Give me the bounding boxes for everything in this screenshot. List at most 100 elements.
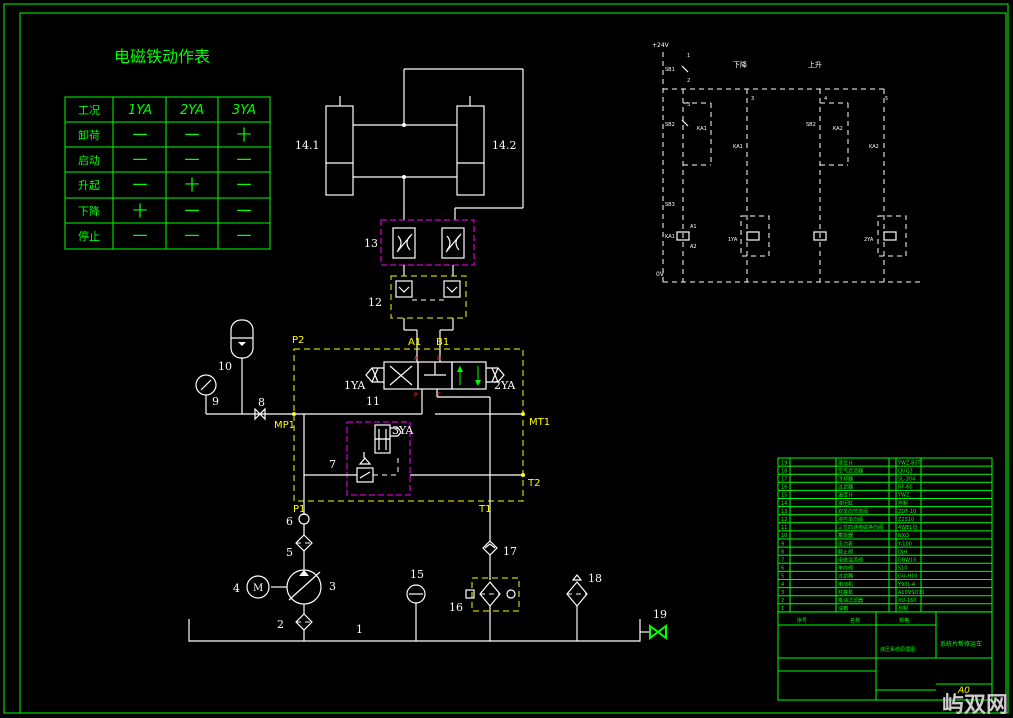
bom-cell-spec: YWZ bbox=[897, 493, 910, 499]
relay-ka1-contact: KA1 bbox=[697, 126, 707, 132]
row-stop-name: 停止 bbox=[78, 229, 100, 243]
bom-cell-name: 空气滤清器 bbox=[838, 467, 863, 474]
bom-cell-no: 2 bbox=[781, 598, 784, 604]
label-12: 12 bbox=[368, 296, 382, 309]
coil-ka1-label: KA1 bbox=[665, 234, 675, 240]
bom-cell-no: 4 bbox=[781, 582, 784, 588]
cell: 一 bbox=[236, 151, 251, 169]
electric-motor bbox=[246, 575, 270, 599]
label-3ya: 3YA bbox=[392, 424, 414, 437]
bom-cell-spec: Y90L-4 bbox=[897, 582, 915, 588]
bom-cell-no: 14 bbox=[781, 501, 787, 507]
label-5: 5 bbox=[286, 546, 293, 559]
label-15: 15 bbox=[410, 568, 424, 581]
title-block bbox=[777, 611, 993, 701]
bom-cell-spec: A10VSO71 bbox=[898, 590, 925, 596]
action-table-title: 电磁铁动作表 bbox=[114, 47, 210, 66]
bom-cell-spec: 4WE10J bbox=[898, 525, 917, 531]
bom-cell-no: 3 bbox=[781, 590, 784, 596]
port-T2: T2 bbox=[527, 478, 540, 489]
wire-5: 5 bbox=[885, 96, 888, 102]
port-A1: A1 bbox=[408, 337, 421, 348]
label-17: 17 bbox=[503, 545, 517, 558]
cylinder-left bbox=[325, 105, 354, 196]
contact-ka2b: KA2 bbox=[869, 144, 879, 150]
row-start-name: 启动 bbox=[78, 154, 100, 167]
bom-cell-no: 12 bbox=[781, 517, 787, 523]
watermark: 屿双网 bbox=[942, 693, 1008, 718]
bom-cell-spec: ZDF-10 bbox=[898, 509, 916, 515]
check-valve bbox=[298, 513, 310, 525]
bom-cell-no: 10 bbox=[781, 533, 787, 539]
cell: 一 bbox=[184, 126, 199, 144]
coil-1ya bbox=[746, 231, 760, 241]
bom-frame bbox=[777, 457, 993, 613]
label-18: 18 bbox=[588, 572, 602, 585]
hydraulic-schematic: 14.1 14.2 13 12 P2 A1 B1 MP1 MT1 T2 bbox=[188, 68, 667, 642]
coil-2ya-label: 2YA bbox=[864, 237, 874, 243]
relay-ka2-coil bbox=[813, 231, 827, 241]
label-6: 6 bbox=[286, 515, 293, 528]
wire-3: 3 bbox=[687, 102, 690, 108]
pin-a2: A2 bbox=[690, 244, 697, 250]
bom-cell-name: 截止阀 bbox=[838, 548, 853, 555]
row-unload-name: 卸荷 bbox=[78, 128, 100, 142]
bom-cell-name: 液控单向阀 bbox=[838, 516, 863, 523]
label-up: 上升 bbox=[808, 60, 822, 69]
outer-border bbox=[3, 3, 1009, 714]
cell: 一 bbox=[132, 227, 147, 245]
cylinder-right bbox=[456, 105, 485, 196]
cell: 十 bbox=[184, 176, 199, 194]
cell: 一 bbox=[236, 202, 251, 220]
bom-cell-spec: 自制 bbox=[898, 605, 908, 612]
bom-cell-spec: NXQ bbox=[898, 533, 909, 539]
bom-cell-no: 6 bbox=[781, 566, 784, 572]
port-p: P bbox=[414, 392, 418, 399]
label-2ya: 2YA bbox=[494, 379, 516, 392]
bom-cell-spec: XU-160 bbox=[898, 598, 916, 604]
label-2: 2 bbox=[277, 618, 284, 631]
label-1: 1 bbox=[356, 623, 363, 636]
bom-cell-name: 过滤器 bbox=[838, 484, 853, 491]
header-condition: 工况 bbox=[78, 104, 100, 117]
supply-24v: +24V bbox=[652, 42, 670, 49]
cell: 一 bbox=[132, 176, 147, 194]
port-b: B bbox=[437, 355, 441, 362]
coil-2ya bbox=[883, 231, 897, 241]
coil-1ya-label: 1YA bbox=[728, 237, 738, 243]
bom-cell-spec: DBW10 bbox=[898, 558, 916, 564]
label-down: 下降 bbox=[733, 60, 747, 69]
bom-cell-no: 11 bbox=[781, 525, 787, 531]
cell: 十 bbox=[236, 126, 251, 144]
bom-cell-name: 压力表 bbox=[838, 540, 853, 547]
bom-cell-name: 冷却器 bbox=[838, 476, 853, 483]
label-4: 4 bbox=[233, 582, 240, 595]
bom-cell-spec: S10 bbox=[898, 566, 908, 572]
action-table: 电磁铁动作表 工况 1YA 2YA 3YA 卸荷 一 一 十 启动 一 一 一 … bbox=[64, 47, 271, 250]
bom-header-spec: 规格 bbox=[899, 617, 909, 624]
label-13: 13 bbox=[364, 237, 378, 250]
bom-cell-no: 5 bbox=[781, 574, 784, 580]
label-10: 10 bbox=[218, 360, 232, 373]
action-table-frame bbox=[64, 96, 271, 250]
double-throttle-valve bbox=[380, 219, 475, 266]
bom-cell-name: 柱塞泵 bbox=[838, 589, 853, 596]
port-MP1: MP1 bbox=[274, 420, 295, 431]
cell: 一 bbox=[184, 151, 199, 169]
port-B1: B1 bbox=[436, 337, 449, 348]
bom-cell-spec: QJH bbox=[898, 549, 907, 555]
bom-cell-name: 过滤器 bbox=[838, 573, 853, 580]
cell: 一 bbox=[184, 227, 199, 245]
cell: 一 bbox=[184, 202, 199, 220]
cell: 一 bbox=[132, 151, 147, 169]
cell: 一 bbox=[236, 176, 251, 194]
bom-cell-name: 电磁溢流阀 bbox=[838, 557, 863, 564]
drawing-subtitle: 系统片帮修运车 bbox=[940, 640, 982, 648]
oil-tank bbox=[188, 619, 641, 642]
bom-cell-spec: Z2S10 bbox=[898, 517, 914, 523]
bom-cell-name: 温度计 bbox=[838, 492, 853, 499]
header-2ya: 2YA bbox=[180, 103, 204, 118]
switch-sb3: SB3 bbox=[665, 202, 675, 208]
wire-1: 1 bbox=[687, 53, 690, 59]
label-cylinder-right: 14.2 bbox=[492, 139, 517, 152]
